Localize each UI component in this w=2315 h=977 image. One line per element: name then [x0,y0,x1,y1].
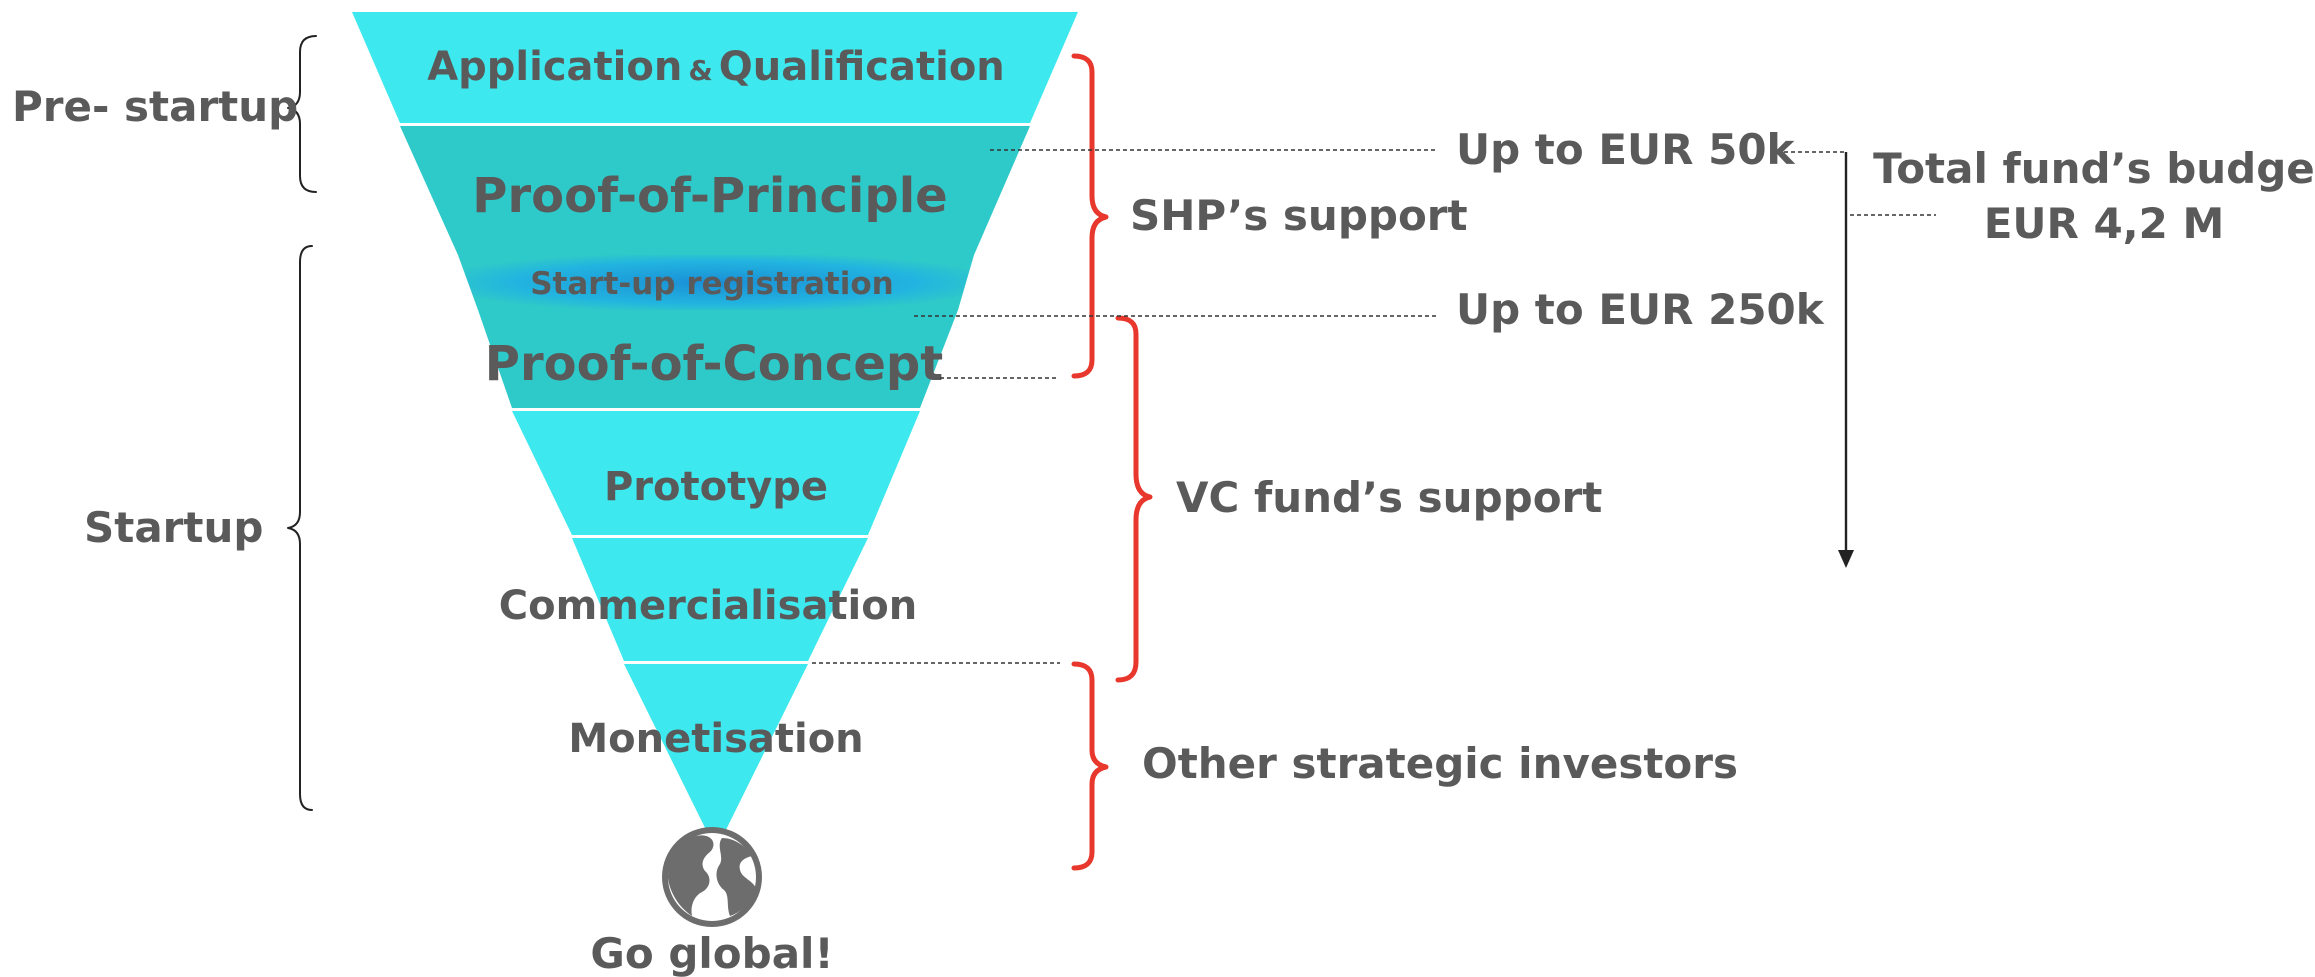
stage-label-commercialisation: Commercialisation [499,583,917,629]
globe-icon [662,827,762,927]
funnel-segment-proof-of-concept [478,310,958,408]
funnel-band-startup-registration [458,255,974,310]
support-label-shp: SHP’s support [1130,191,1468,240]
stage-label-monetisation: Monetisation [568,716,863,762]
support-label-other: Other strategic investors [1142,739,1738,788]
total-budget-amount: EUR 4,2 M [1984,199,2225,248]
stage-label-proof-of-concept: Proof-of-Concept [485,336,943,392]
phase-label-startup: Startup [84,503,263,552]
shp-support-brace [1071,53,1109,379]
stage-label-prototype: Prototype [604,464,828,510]
funding-label-50k: Up to EUR 50k [1456,125,1796,174]
other-investors-brace [1071,661,1109,871]
budget-arrow-head [1838,550,1854,568]
funding-label-250k: Up to EUR 250k [1456,285,1825,334]
phase-label-pre-startup: Pre- startup [12,82,298,131]
total-budget-title: Total fund’s budget [1873,144,2315,193]
startup-brace [287,245,313,811]
funnel-segment-application [352,12,1078,123]
stage-label-application: Application&Qualification [427,44,1005,90]
funnel-segment-proof-of-principle [400,126,1030,255]
go-global-label: Go global! [590,929,833,977]
funnel-segment-prototype [512,411,920,535]
stage-label-startup-registration: Start-up registration [530,266,894,302]
support-label-vc: VC fund’s support [1176,473,1602,522]
pre-startup-brace [287,35,317,193]
funnel-segment-commercialisation [572,538,868,661]
vc-support-brace [1115,315,1153,683]
stage-label-proof-of-principle: Proof-of-Principle [472,168,947,224]
funnel-segment-monetisation [624,664,808,850]
